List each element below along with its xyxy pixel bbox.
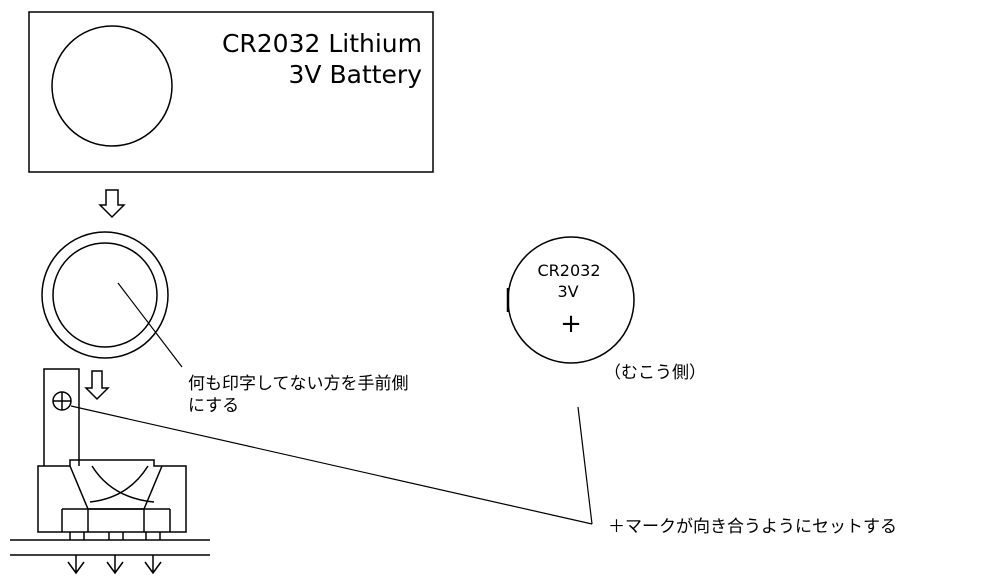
unprinted-side-label-line2: にする — [188, 396, 239, 416]
coin-back: CR2032 3V + — [506, 236, 635, 364]
battery-package-line2: 3V Battery — [289, 60, 423, 89]
battery-package-coin — [51, 25, 173, 147]
holder-pin — [67, 532, 85, 575]
holder-cradle-cross — [89, 465, 155, 503]
coin-front-pointer-line — [117, 282, 183, 368]
coin-front-outer — [41, 231, 169, 359]
coin-back-plus: + — [560, 309, 582, 339]
holder-contact-tab — [43, 368, 80, 466]
coin-front-inner — [52, 242, 158, 348]
holder-cradle — [69, 465, 163, 510]
holder-pin — [106, 532, 124, 575]
unprinted-side-label-line1: 何も印字してない方を手前側 — [188, 374, 409, 394]
coin-back-model: CR2032 — [537, 261, 600, 280]
pointer-line-holder — [70, 405, 593, 525]
down-arrow-icon — [98, 189, 126, 219]
battery-package-frame — [28, 11, 434, 173]
far-side-label: （むこう側） — [604, 363, 706, 383]
battery-holder — [10, 368, 210, 575]
align-plus-label: ＋マークが向き合うようにセットする — [608, 517, 897, 537]
battery-package: CR2032 Lithium 3V Battery — [28, 11, 434, 173]
battery-package-line1: CR2032 Lithium — [222, 29, 422, 58]
coin-front — [41, 231, 183, 368]
down-arrow-icon — [84, 370, 110, 401]
coin-back-voltage: 3V — [557, 282, 578, 301]
holder-pin — [144, 532, 162, 575]
holder-inner-feet — [61, 508, 171, 532]
pointer-line-coin — [577, 406, 593, 525]
